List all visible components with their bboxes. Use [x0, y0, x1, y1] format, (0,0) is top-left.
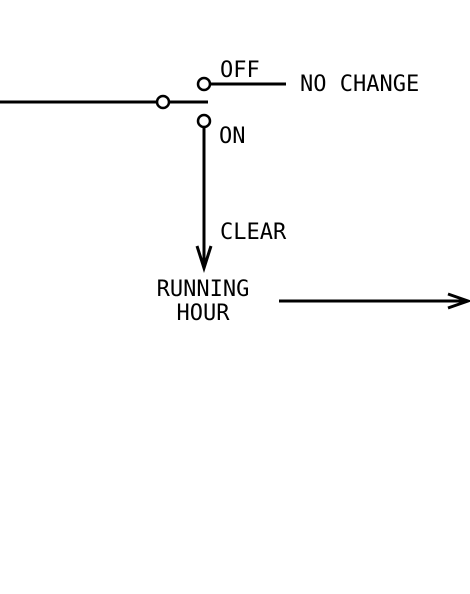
no-change-label: NO CHANGE [300, 72, 419, 97]
pivot-contact [155, 94, 171, 110]
off-label: OFF [220, 58, 260, 83]
on-contact [196, 113, 212, 129]
running-label: RUNNING [157, 277, 250, 302]
output-arrowhead [447, 292, 470, 310]
clear-arrowhead [195, 245, 213, 273]
clear-label: CLEAR [220, 220, 287, 245]
off-contact [196, 76, 212, 92]
hour-label: HOUR [177, 301, 231, 326]
on-label: ON [219, 124, 246, 149]
